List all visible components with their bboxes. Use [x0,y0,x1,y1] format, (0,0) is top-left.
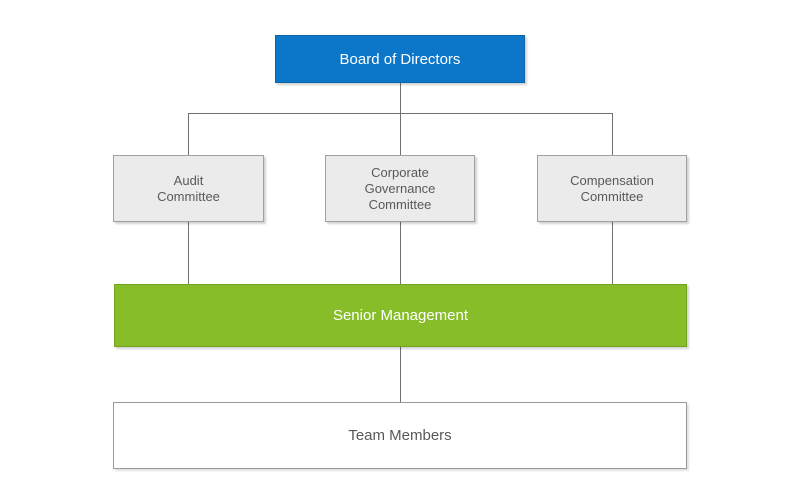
node-team-members-label: Team Members [348,427,452,444]
edge-audit-senior [188,222,189,284]
node-board-of-directors-label: Board of Directors [339,50,461,68]
node-board-of-directors: Board of Directors [275,35,525,83]
edge-compensation-senior [612,222,613,284]
node-compensation-committee-label: Compensation Committee [570,172,654,204]
node-corporate-governance-committee-label: Corporate Governance Committee [364,164,436,212]
node-senior-management-label: Senior Management [332,307,469,324]
node-audit-committee-label: Audit Committee [157,172,220,204]
node-corporate-governance-committee: Corporate Governance Committee [325,155,475,222]
node-compensation-committee: Compensation Committee [537,155,687,222]
edge-board-stem [400,83,401,114]
node-senior-management: Senior Management [114,284,687,347]
node-team-members: Team Members [113,402,687,469]
edge-governance-senior [400,222,401,284]
edge-board-governance [400,113,401,155]
edge-board-audit [188,113,189,155]
edge-senior-team [400,347,401,402]
node-audit-committee: Audit Committee [113,155,264,222]
edge-board-compensation [612,113,613,155]
